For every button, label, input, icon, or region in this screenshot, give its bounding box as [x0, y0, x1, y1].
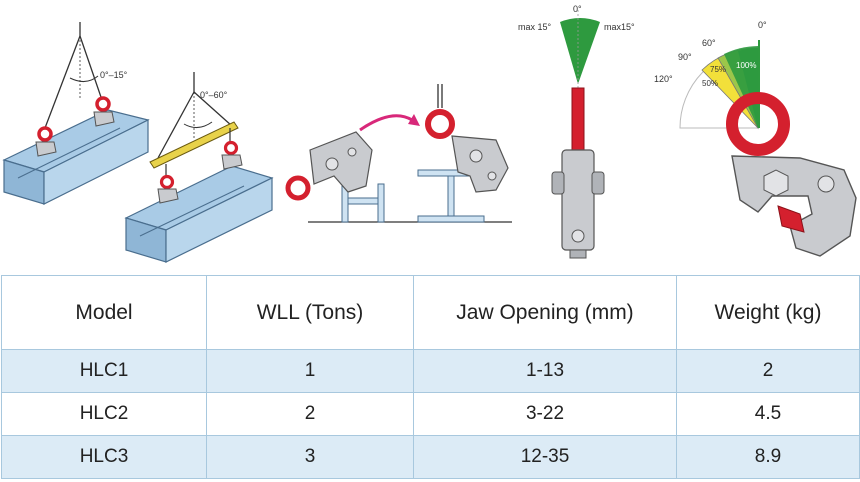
cell-wll: 2 — [206, 392, 414, 436]
clamp-attach-figure — [285, 84, 512, 223]
table-row: HLC3 3 12-35 8.9 — [1, 435, 860, 479]
cell-weight: 2 — [676, 349, 860, 393]
header-jaw-opening: Jaw Opening (mm) — [413, 275, 677, 350]
cell-wll: 1 — [206, 349, 414, 393]
cell-wll: 3 — [206, 435, 414, 479]
usage-illustrations: 0°–15° 0 — [2, 4, 857, 263]
cell-jaw-opening: 12-35 — [413, 435, 677, 479]
capacity-fan-figure: 0° 60° 90° 120° 100% 75% 50% — [654, 20, 857, 257]
header-model: Model — [1, 275, 207, 350]
cell-jaw-opening: 3-22 — [413, 392, 677, 436]
side-tilt-figure: 0° max 15° max15° — [518, 4, 635, 259]
tilt-right-label: max15° — [604, 22, 635, 32]
table-header-row: Model WLL (Tons) Jaw Opening (mm) Weight… — [1, 275, 860, 350]
single-leg-angle-label: 0°–15° — [100, 70, 128, 80]
cell-model: HLC3 — [1, 435, 207, 479]
fan-60-label: 60° — [702, 38, 716, 48]
cell-model: HLC2 — [1, 392, 207, 436]
pct-75-label: 75% — [710, 65, 726, 74]
pct-100-label: 100% — [736, 61, 756, 70]
fan-0-label: 0° — [758, 20, 767, 30]
spreader-bar-lift-figure: 0°–60° — [124, 72, 274, 263]
fan-120-label: 120° — [654, 74, 673, 84]
fan-90-label: 90° — [678, 52, 692, 62]
single-leg-lift-figure: 0°–15° — [2, 22, 150, 205]
pct-50-label: 50% — [702, 79, 718, 88]
illustration-canvas: 0°–15° 0 — [2, 4, 857, 263]
table-row: HLC2 2 3-22 4.5 — [1, 392, 860, 436]
cell-weight: 4.5 — [676, 392, 860, 436]
cell-model: HLC1 — [1, 349, 207, 393]
tilt-center-label: 0° — [573, 4, 582, 14]
table-row: HLC1 1 1-13 2 — [1, 349, 860, 393]
spec-table: Model WLL (Tons) Jaw Opening (mm) Weight… — [1, 275, 860, 479]
header-weight: Weight (kg) — [676, 275, 860, 350]
header-wll: WLL (Tons) — [206, 275, 414, 350]
cell-jaw-opening: 1-13 — [413, 349, 677, 393]
tilt-left-label: max 15° — [518, 22, 552, 32]
spreader-angle-label: 0°–60° — [200, 90, 228, 100]
cell-weight: 8.9 — [676, 435, 860, 479]
